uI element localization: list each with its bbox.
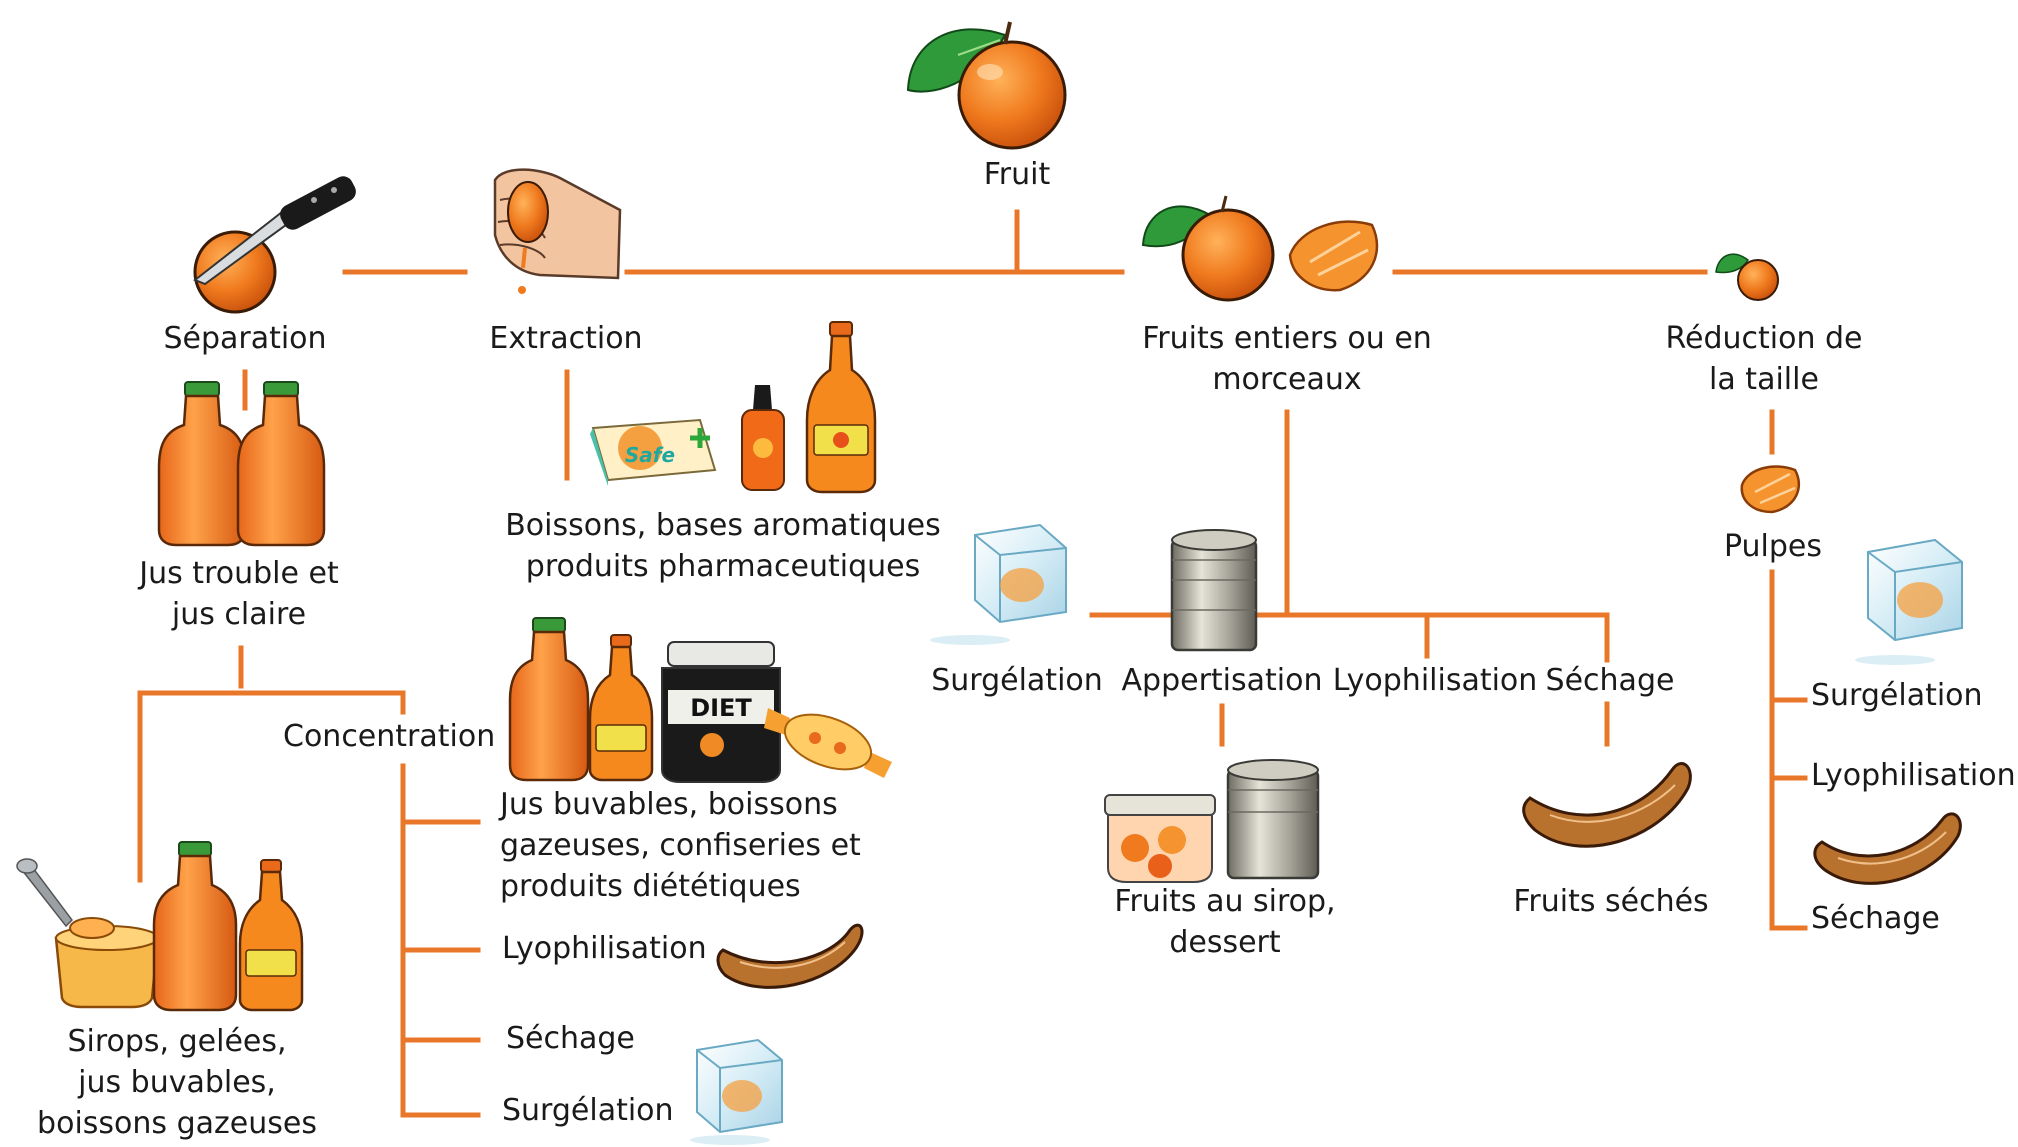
soda-bottle-icon-2: [588, 634, 654, 782]
label-size-reduction: Réduction de la taille: [1665, 318, 1862, 400]
jelly-cup-icon: [16, 858, 160, 1009]
label-appertisation: Appertisation: [1121, 663, 1323, 698]
label-whole-surgelation: Surgélation: [931, 663, 1103, 698]
small-orange-icon: [1715, 253, 1779, 301]
label-extraction: Extraction: [489, 321, 643, 356]
juice-bottle-icon-2: [508, 617, 590, 782]
soda-bottle-icon-3: [238, 859, 304, 1012]
dropper-bottle-icon: [741, 385, 785, 491]
label-conc-lyophilisation: Lyophilisation: [502, 931, 707, 966]
diet-jar-icon: DIET: [661, 641, 781, 783]
dried-fruit-icon-3: [1813, 812, 1962, 885]
label-syrup-fruits-line-1: Fruits au sirop,: [1114, 884, 1336, 919]
ice-cube-icon-3: [1855, 538, 1963, 665]
connector-juice-branch: [137, 690, 406, 883]
label-size-reduction-line-2: la taille: [1709, 362, 1819, 397]
orange-and-segments-icon: [1141, 195, 1379, 302]
hand-squeezing-orange-icon: [493, 168, 622, 294]
label-syrup-fruits-line-2: dessert: [1169, 925, 1281, 960]
cloudy-juice-bottle-icon: [157, 381, 247, 547]
label-whole-fruits-line-2: morceaux: [1212, 362, 1362, 397]
label-concentration: Concentration: [283, 719, 496, 754]
label-syrups-line-3: boissons gazeuses: [37, 1106, 317, 1141]
clear-juice-bottle-icon: [236, 381, 326, 547]
label-whole-lyophilisation: Lyophilisation: [1332, 663, 1538, 698]
label-pulp-sechage: Séchage: [1811, 901, 1940, 936]
label-whole-fruits: Fruits entiers ou en morceaux: [1142, 318, 1432, 400]
label-pulp-lyophilisation: Lyophilisation: [1811, 758, 2016, 793]
diet-brand-label: DIET: [690, 694, 752, 722]
safe-box-icon: Safe: [590, 418, 717, 486]
label-syrups-line-2: jus buvables,: [78, 1065, 276, 1100]
candy-icon: [764, 708, 892, 778]
label-concentration-products: Jus buvables, boissons gazeuses, confise…: [500, 784, 861, 907]
orange-fruit-icon: [906, 21, 1067, 150]
soda-bottle-icon: [805, 321, 877, 494]
label-size-reduction-line-1: Réduction de: [1665, 321, 1863, 356]
label-pulp-surgelation: Surgélation: [1811, 678, 1983, 713]
label-dried-fruits: Fruits séchés: [1513, 884, 1709, 919]
preserve-jar-icon: [1104, 794, 1216, 883]
juice-bottle-icon-3: [152, 841, 238, 1012]
label-conc-products-line-3: produits diététiques: [500, 869, 801, 904]
label-syrup-fruits: Fruits au sirop, dessert: [1114, 881, 1335, 963]
dried-fruit-icon-1: [716, 923, 864, 989]
label-extraction-products: Boissons, bases aromatiques produits pha…: [505, 505, 941, 587]
safe-brand-label: Safe: [625, 443, 675, 467]
ice-cube-icon-1: [690, 1038, 783, 1145]
label-extraction-products-line-2: produits pharmaceutiques: [525, 549, 921, 584]
dried-fruit-icon-2: [1522, 762, 1692, 848]
label-separation: Séparation: [163, 321, 327, 356]
knife-cutting-orange-icon: [193, 176, 356, 314]
label-whole-sechage: Séchage: [1545, 663, 1675, 698]
label-conc-sechage: Séchage: [506, 1021, 635, 1056]
label-conc-products-line-2: gazeuses, confiseries et: [500, 828, 861, 863]
label-conc-surgelation: Surgélation: [502, 1093, 674, 1128]
root-label-fruit: Fruit: [983, 157, 1051, 192]
label-whole-fruits-line-1: Fruits entiers ou en: [1142, 321, 1432, 356]
label-juice-line-1: Jus trouble et: [139, 556, 339, 591]
label-juice: Jus trouble et jus claire: [139, 553, 338, 635]
connectors: [137, 209, 1808, 1118]
label-syrups: Sirops, gelées, jus buvables, boissons g…: [37, 1021, 317, 1144]
label-extraction-products-line-1: Boissons, bases aromatiques: [505, 508, 941, 543]
orange-segment-icon: [1740, 465, 1801, 514]
tin-can-icon-1: [1170, 529, 1258, 652]
label-conc-products-line-1: Jus buvables, boissons: [500, 787, 838, 822]
label-pulpes: Pulpes: [1723, 529, 1823, 564]
tin-can-icon-2: [1226, 759, 1320, 880]
label-juice-line-2: jus claire: [171, 597, 307, 632]
label-syrups-line-1: Sirops, gelées,: [67, 1024, 287, 1059]
ice-cube-icon-2: [930, 523, 1067, 645]
